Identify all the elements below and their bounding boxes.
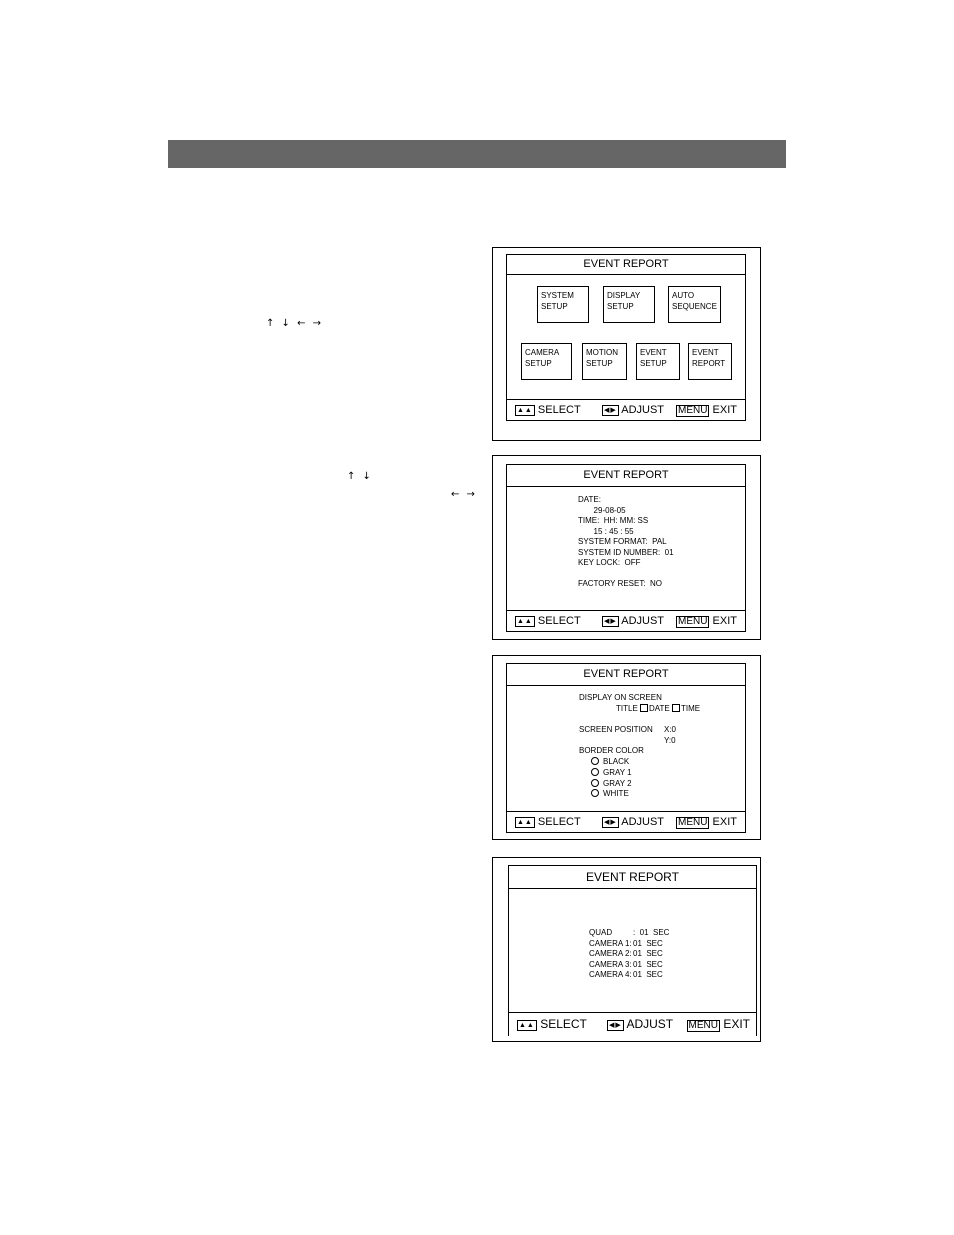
osd-screen: EVENT REPORT DATE: 29-08-05 TIME: HH: MM… [506,464,746,632]
adjust-hint: ◀▶ ADJUST [602,816,665,828]
adjust-icon: ◀▶ [602,405,619,416]
display-on-screen-label: DISPLAY ON SCREEN [579,693,662,702]
menu-key: MENU [676,405,710,417]
sequence-values[interactable]: : 01 SEC 01 SEC 01 SEC 01 SEC 01 SEC [633,928,670,979]
sequence-labels: QUAD CAMERA 1: CAMERA 2: CAMERA 3: CAMER… [589,928,632,979]
panel-display-setup: EVENT REPORT DISPLAY ON SCREEN TITLE DAT… [492,655,761,840]
select-icon: ▲▲ [515,817,535,828]
screen-title: EVENT REPORT [509,866,756,889]
radio-icon [591,757,599,765]
adjust-hint: ◀▶ ADJUST [602,404,665,416]
radio-icon [591,779,599,787]
panel-auto-sequence: EVENT REPORT QUAD CAMERA 1: CAMERA 2: CA… [492,857,761,1042]
position-x[interactable]: X:0 [664,725,677,734]
select-hint: ▲▲ SELECT [517,1017,587,1031]
position-y[interactable]: Y:0 [664,736,676,745]
exit-hint: MENU EXIT [676,404,737,417]
exit-hint: MENU EXIT [676,615,737,628]
screen-title: EVENT REPORT [507,255,745,275]
leftright-arrows-icon: ← → [451,489,477,500]
screen-footer: ▲▲ SELECT ◀▶ ADJUST MENU EXIT [507,811,745,832]
updown-arrows-icon: ↑ ↓ [347,471,373,482]
nav-arrows-icon: ↑ ↓ ← → [266,318,324,329]
screen-footer: ▲▲ SELECT ◀▶ ADJUST MENU EXIT [507,399,745,420]
date-checkbox[interactable] [640,704,649,712]
system-settings-text: DATE: 29-08-05 TIME: HH: MM: SS 15 : 45 … [578,495,674,588]
adjust-icon: ◀▶ [602,616,619,627]
border-color-white[interactable]: WHITE [591,789,629,800]
radio-icon [591,789,599,797]
menu-key: MENU [686,1020,720,1032]
select-hint: ▲▲ SELECT [515,816,581,828]
select-icon: ▲▲ [515,405,535,416]
adjust-icon: ◀▶ [607,1020,624,1031]
screen-title: EVENT REPORT [507,664,745,686]
time-checkbox[interactable] [672,704,680,712]
exit-hint: MENU EXIT [676,816,737,829]
osd-screen: EVENT REPORT QUAD CAMERA 1: CAMERA 2: CA… [508,865,757,1036]
select-hint: ▲▲ SELECT [515,404,581,416]
adjust-hint: ◀▶ ADJUST [602,615,665,627]
select-icon: ▲▲ [517,1020,537,1031]
border-color-gray1[interactable]: GRAY 1 [591,768,632,779]
osd-screen: EVENT REPORT DISPLAY ON SCREEN TITLE DAT… [506,663,746,833]
select-icon: ▲▲ [515,616,535,627]
menu-key: MENU [676,817,710,829]
menu-key: MENU [676,616,710,628]
screen-footer: ▲▲ SELECT ◀▶ ADJUST MENU EXIT [509,1012,756,1036]
screen-title: EVENT REPORT [507,465,745,487]
exit-hint: MENU EXIT [686,1017,750,1032]
screen-position-label: SCREEN POSITION [579,725,653,734]
display-options: TITLE DATE TIME [616,704,701,713]
border-color-gray2[interactable]: GRAY 2 [591,779,632,790]
adjust-icon: ◀▶ [602,817,619,828]
select-hint: ▲▲ SELECT [515,615,581,627]
border-color-black[interactable]: BLACK [591,757,629,768]
radio-icon [591,768,599,776]
adjust-hint: ◀▶ ADJUST [607,1017,674,1031]
panel-system-setup: EVENT REPORT DATE: 29-08-05 TIME: HH: MM… [492,455,761,640]
border-color-label: BORDER COLOR [579,746,644,755]
header-bar [168,140,786,168]
screen-footer: ▲▲ SELECT ◀▶ ADJUST MENU EXIT [507,610,745,631]
